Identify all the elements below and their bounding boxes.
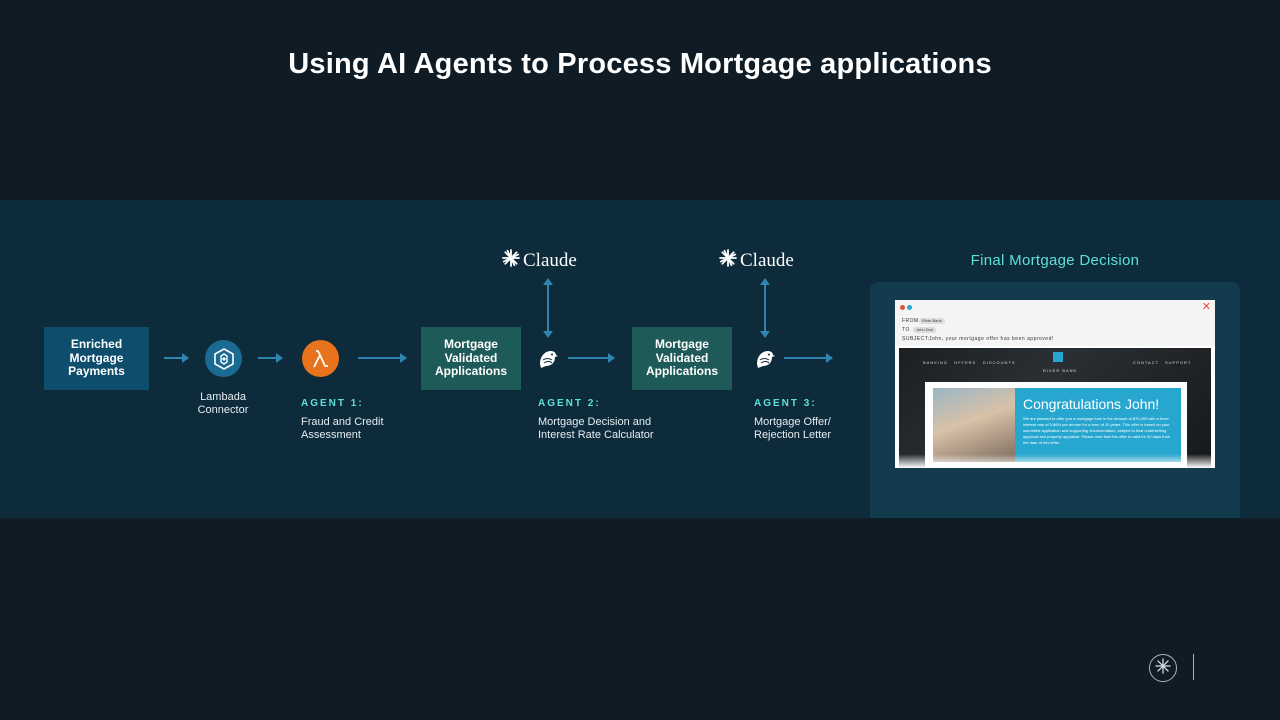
bird-agent-icon xyxy=(537,346,559,370)
window-dot xyxy=(900,305,905,310)
email-hero: BANKING OFFERS DISCOUNTS RIVER BANK CONT… xyxy=(899,348,1211,468)
validated-applications-box-2: Mortgage Validated Applications xyxy=(632,327,732,390)
connector-icon xyxy=(205,340,242,377)
final-decision-title: Final Mortgage Decision xyxy=(870,252,1240,269)
lambda-connector-label: Lambada Connector xyxy=(190,391,256,417)
aws-lambda-icon xyxy=(302,340,339,377)
claude-logo: Claude xyxy=(502,249,577,273)
email-header: ✕ FROM River Bank TO John Doe SUBJECT: J… xyxy=(895,300,1215,346)
bank-logo-icon xyxy=(1053,352,1063,362)
agent-1-tag: AGENT 1: xyxy=(301,398,364,409)
agent-3-desc: Mortgage Offer/ Rejection Letter xyxy=(754,416,864,442)
validated-applications-box-1: Mortgage Validated Applications xyxy=(421,327,521,390)
claude-starburst-icon xyxy=(502,249,520,273)
claude-link-arrow xyxy=(547,282,549,334)
claude-starburst-icon xyxy=(719,249,737,273)
agent-2-tag: AGENT 2: xyxy=(538,398,601,409)
email-bank-name: RIVER BANK xyxy=(1043,368,1077,373)
congrats-body: We are pleased to offer you a mortgage l… xyxy=(1023,416,1175,446)
flow-arrow xyxy=(258,357,282,359)
claude-link-arrow xyxy=(764,282,766,334)
email-nav-item: BANKING xyxy=(923,360,948,365)
anthropic-starburst-icon xyxy=(1155,658,1171,679)
agent-2-desc: Mortgage Decision and Interest Rate Calc… xyxy=(538,416,678,442)
email-from-label: FROM xyxy=(902,318,919,324)
agent-1-desc: Fraud and Credit Assessment xyxy=(301,416,411,442)
slide-title: Using AI Agents to Process Mortgage appl… xyxy=(0,48,1280,81)
email-nav-item: SUPPORT xyxy=(1165,360,1191,365)
congrats-heading: Congratulations John! xyxy=(1023,396,1159,412)
bird-agent-icon xyxy=(754,346,776,370)
anthropic-logo-button xyxy=(1149,654,1177,682)
email-nav-item: OFFERS xyxy=(954,360,976,365)
window-dot xyxy=(907,305,912,310)
email-nav-item: CONTACT xyxy=(1133,360,1159,365)
offer-banner: Congratulations John! We are pleased to … xyxy=(1015,388,1181,462)
email-subject: John, your mortgage offer has been appro… xyxy=(929,336,1054,342)
claude-logo: Claude xyxy=(719,249,794,273)
enriched-mortgage-payments-box: Enriched Mortgage Payments xyxy=(44,327,149,390)
agent-3-tag: AGENT 3: xyxy=(754,398,817,409)
email-to-label: TO xyxy=(902,327,910,333)
footer-divider xyxy=(1193,654,1194,680)
email-from-value: River Bank xyxy=(919,318,945,324)
email-preview: ✕ FROM River Bank TO John Doe SUBJECT: J… xyxy=(895,300,1215,468)
email-to-value: John Doe xyxy=(913,327,936,333)
flow-arrow xyxy=(784,357,832,359)
claude-label: Claude xyxy=(523,250,577,272)
close-icon: ✕ xyxy=(1202,300,1211,313)
flow-arrow xyxy=(568,357,614,359)
email-nav-item: DISCOUNTS xyxy=(983,360,1016,365)
flow-arrow xyxy=(164,357,188,359)
email-fade xyxy=(895,454,1215,468)
flow-arrow xyxy=(358,357,406,359)
family-photo xyxy=(933,388,1015,462)
email-subject-label: SUBJECT: xyxy=(902,336,930,342)
claude-label: Claude xyxy=(740,250,794,272)
